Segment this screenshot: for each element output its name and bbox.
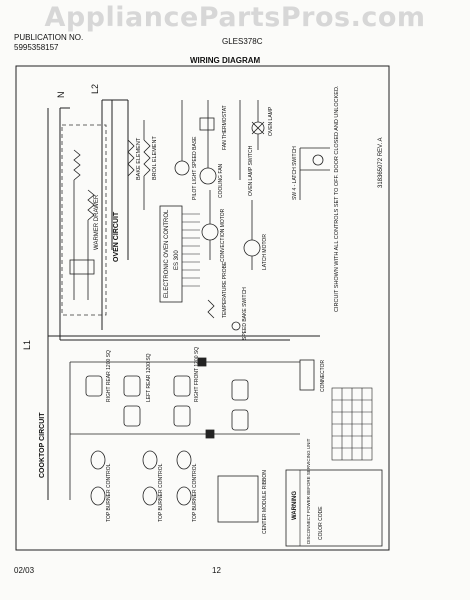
right-front-element <box>173 375 191 397</box>
diagram-title: WIRING DIAGRAM <box>190 56 261 65</box>
top-burner-control-2 <box>142 450 158 470</box>
top-burner-label-2: TOP BURNER CONTROL <box>158 463 164 522</box>
center-module-label: CENTER MODULE RIBBON <box>262 470 268 534</box>
cooling-fan-label: COOLING FAN <box>218 163 224 198</box>
cooktop-wiring <box>69 357 300 523</box>
footer-date: 02/03 <box>14 566 35 575</box>
circuit-note: CIRCUIT SHOWN WITH ALL CONTROLS SET TO O… <box>334 85 340 312</box>
document-number: 318365072 REV. A <box>378 138 384 189</box>
control-id-label: ES 300 <box>174 250 180 270</box>
right-front-label: RIGHT FRONT 1200 SQ <box>194 347 200 402</box>
top-burner-label-1: TOP BURNER CONTROL <box>106 463 112 522</box>
connector-box <box>299 359 315 391</box>
convection-motor-label: CONVECTION MOTOR <box>220 208 226 262</box>
top-burner-label-3: TOP BURNER CONTROL <box>192 463 198 522</box>
electronic-control-label: ELECTRONIC OVEN CONTROL <box>164 209 170 298</box>
right-rear-label: RIGHT REAR 1200 SQ <box>106 350 112 402</box>
broil-element-label: BROIL ELEMENT <box>152 136 158 180</box>
top-burner-control-1 <box>90 450 106 470</box>
door-switch-symbol <box>231 321 241 331</box>
diagram-frame <box>15 65 390 551</box>
temp-probe-label: TEMPERATURE PROBE <box>222 261 228 318</box>
fan-thermostat-label: FAN THERMOSTAT <box>222 105 228 150</box>
left-rear-element <box>123 375 141 397</box>
pilot-light-symbol <box>174 160 190 176</box>
cooling-fan-symbol <box>199 167 217 185</box>
oven-circuit-label: OVEN CIRCUIT <box>113 211 120 262</box>
warning-box <box>285 469 383 547</box>
cooktop-circuit-label: COOKTOP CIRCUIT <box>39 412 46 478</box>
color-code-label: COLOR CODE <box>318 506 324 540</box>
color-code-table <box>331 387 373 461</box>
bake-element-label: BAKE ELEMENT <box>136 137 142 180</box>
watermark: AppliancePartsPros.com <box>44 2 426 33</box>
footer-page: 12 <box>212 566 221 575</box>
warmer-drawer-box <box>61 124 107 316</box>
warning-title: WARNING <box>292 491 298 520</box>
supply-lines <box>47 99 320 500</box>
top-burner-control-3 <box>176 450 192 470</box>
right-rear-element <box>85 375 103 397</box>
pilot-light-label: PILOT LIGHT SPEED BASE <box>192 136 198 200</box>
left-rear-label: LEFT REAR 1200 SQ <box>146 353 152 402</box>
oven-lamp-switch-label: OVEN LAMP SWITCH <box>248 145 254 196</box>
warmer-drawer-label: WARMER DRAWER <box>94 194 100 250</box>
line-l1-label: L1 <box>22 340 32 350</box>
convection-motor-symbol <box>201 223 219 241</box>
neutral-label: N <box>56 92 66 99</box>
door-switch-label: SPEED BAKE SWITCH <box>242 287 248 340</box>
center-module <box>217 475 259 523</box>
latch-motor-symbol <box>243 239 261 257</box>
latch-motor-label: LATCH MOTOR <box>262 234 268 270</box>
heating-elements <box>127 120 151 210</box>
fan-thermostat-symbol <box>199 117 215 131</box>
publication-label: PUBLICATION NO. <box>14 33 84 42</box>
line-l2-label: L2 <box>90 84 100 94</box>
publication-number: 5995358157 <box>14 43 59 52</box>
model-number: GLES378C <box>222 37 263 46</box>
latch-switch-label: SW 4 - LATCH SWITCH <box>292 146 298 200</box>
connector-label: CONNECTOR <box>320 359 326 392</box>
oven-lamp-label: OVEN LAMP <box>268 106 274 136</box>
warning-text: DISCONNECT POWER BEFORE SERVICING UNIT <box>306 438 311 544</box>
